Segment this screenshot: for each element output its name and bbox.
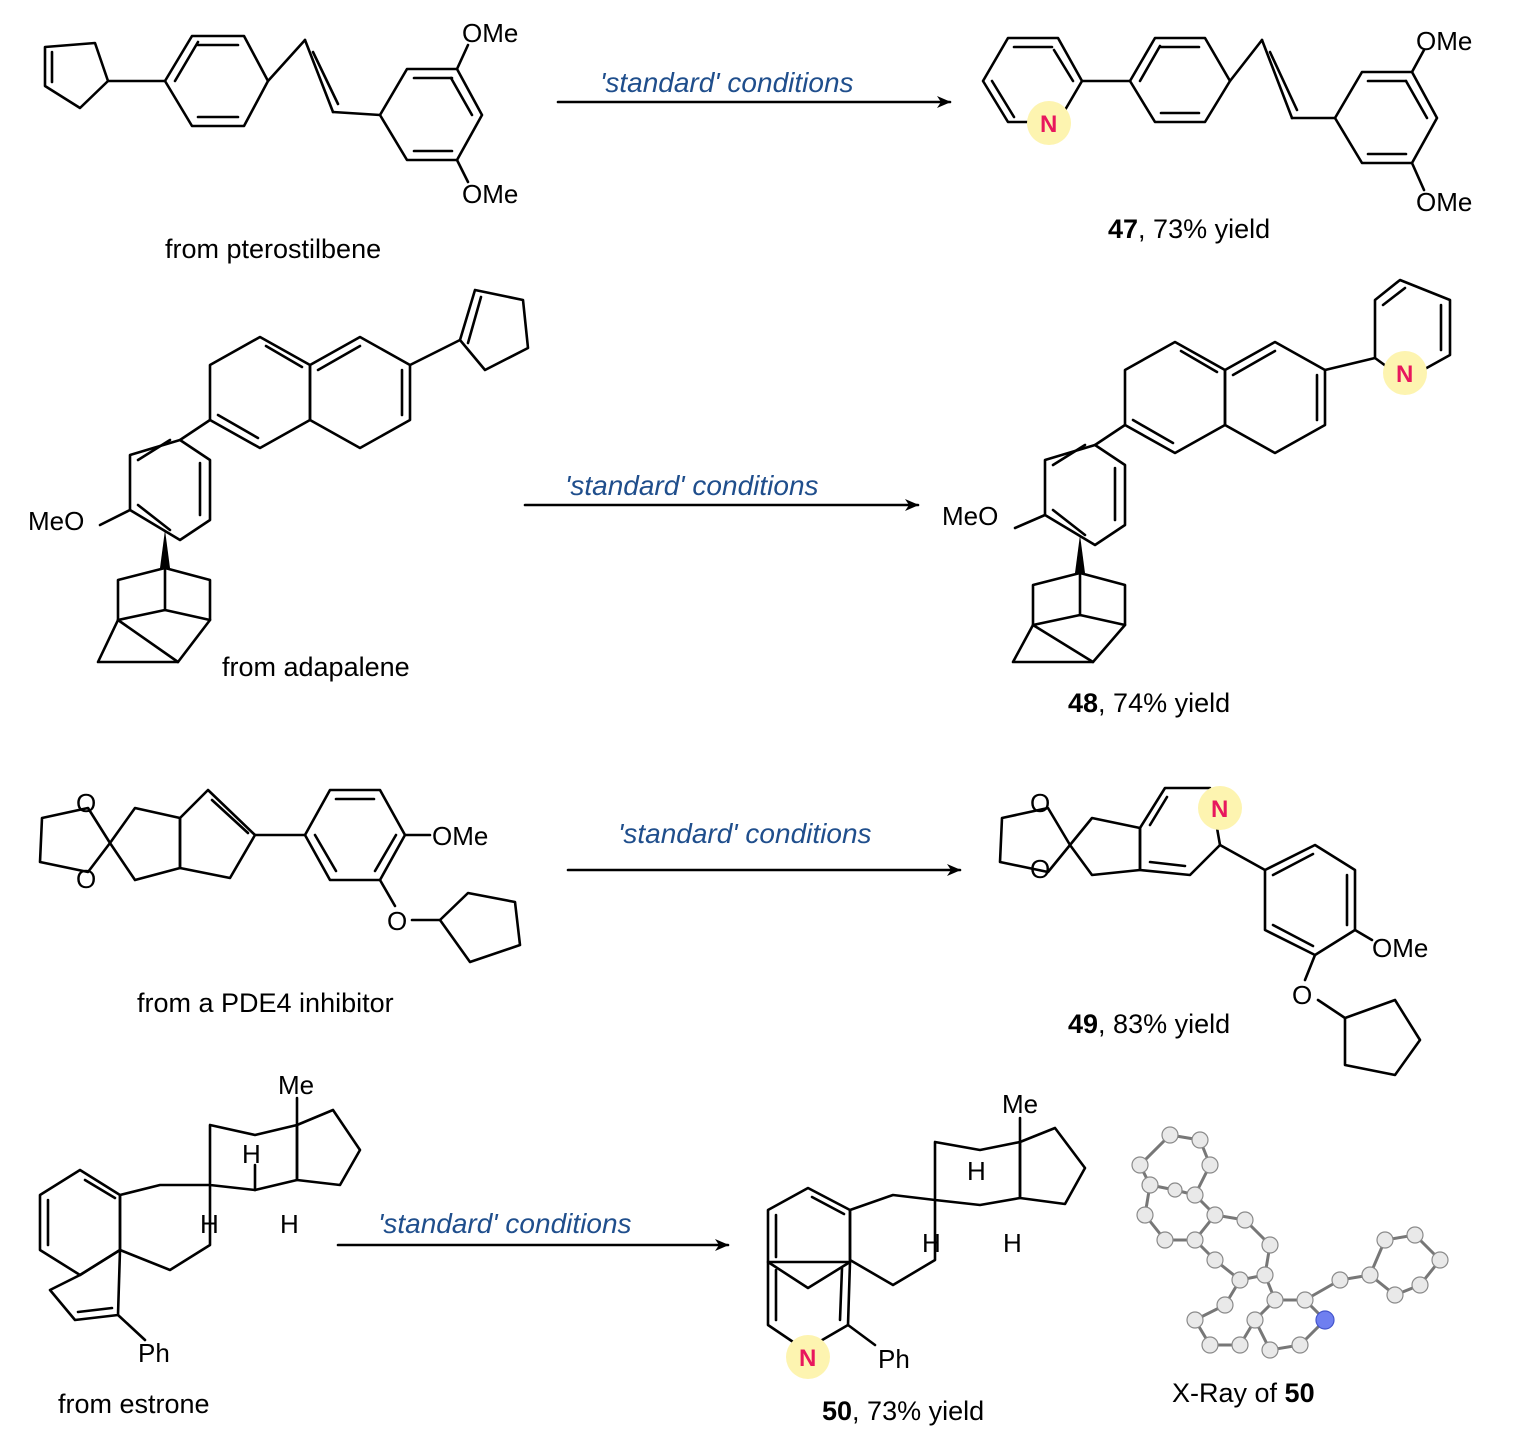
phenyl-label: Ph bbox=[878, 1344, 910, 1374]
yield-text: , 83% yield bbox=[1098, 1009, 1230, 1039]
nitrogen-atom-label: N bbox=[1211, 796, 1228, 823]
nitrogen-atom-label: N bbox=[799, 1345, 816, 1372]
hydrogen-label: H bbox=[242, 1139, 261, 1169]
yield-label-47: 47, 73% yield bbox=[1108, 214, 1270, 244]
methyl-label: Me bbox=[278, 1070, 314, 1100]
yield-text: , 74% yield bbox=[1098, 688, 1230, 718]
ome-label: OMe bbox=[1416, 187, 1472, 217]
oxygen-atom-label: O bbox=[1030, 788, 1050, 818]
xray-caption: X-Ray of 50 bbox=[1172, 1378, 1315, 1408]
nitrogen-atom-label: N bbox=[1040, 111, 1057, 138]
yield-label-49: 49, 83% yield bbox=[1068, 1009, 1230, 1039]
nitrogen-highlight bbox=[786, 1335, 830, 1379]
ome-label: OMe bbox=[462, 179, 518, 209]
adapalene-substrate: MeO bbox=[28, 288, 530, 664]
reaction-arrow-4: 'standard' conditions bbox=[336, 1208, 730, 1251]
oxygen-atom-label: O bbox=[76, 788, 96, 818]
oxygen-atom-label: O bbox=[1030, 854, 1050, 884]
oxygen-atom-label: O bbox=[1292, 980, 1312, 1010]
pterostilbene-substrate: OMe OMe bbox=[43, 18, 518, 209]
compound-48-structure: N MeO bbox=[942, 278, 1452, 664]
reaction-arrow-3: 'standard' conditions bbox=[566, 818, 962, 876]
reaction-arrow-1: 'standard' conditions bbox=[556, 67, 952, 108]
source-label-pterostilbene: from pterostilbene bbox=[165, 234, 381, 264]
pde4-substrate: O O OMe O bbox=[38, 788, 522, 964]
ome-label: OMe bbox=[1372, 933, 1428, 963]
ome-label: OMe bbox=[462, 18, 518, 48]
phenyl-label: Ph bbox=[138, 1338, 170, 1368]
compound-49-structure: O O N OMe O bbox=[998, 786, 1428, 1077]
ome-label: OMe bbox=[1416, 26, 1472, 56]
conditions-label: 'standard' conditions bbox=[378, 1208, 632, 1239]
compound-47-structure: N OMe OMe bbox=[981, 26, 1472, 217]
source-label-adapalene: from adapalene bbox=[222, 652, 410, 682]
nitrogen-highlight bbox=[1383, 351, 1427, 395]
nitrogen-highlight bbox=[1198, 786, 1242, 830]
meo-label: MeO bbox=[28, 506, 84, 536]
yield-text: , 73% yield bbox=[852, 1396, 984, 1426]
reaction-arrow-2: 'standard' conditions bbox=[523, 470, 920, 511]
hydrogen-label: H bbox=[1003, 1228, 1022, 1258]
compound-number: 49 bbox=[1068, 1009, 1098, 1039]
compound-number: 48 bbox=[1068, 688, 1098, 718]
compound-50-structure: Me H H H N Ph bbox=[766, 1089, 1087, 1379]
hydrogen-label: H bbox=[967, 1156, 986, 1186]
conditions-label: 'standard' conditions bbox=[565, 470, 819, 501]
xray-nitrogen-atom bbox=[1315, 1310, 1335, 1330]
nitrogen-atom-label: N bbox=[1396, 361, 1413, 388]
oxygen-atom-label: O bbox=[76, 864, 96, 894]
conditions-label: 'standard' conditions bbox=[600, 67, 854, 98]
compound-number: 47 bbox=[1108, 214, 1138, 244]
xray-atoms bbox=[1131, 1126, 1449, 1359]
xray-structure-image bbox=[1131, 1126, 1449, 1359]
oxygen-atom-label: O bbox=[387, 906, 407, 936]
xray-compound-number: 50 bbox=[1285, 1378, 1315, 1408]
hydrogen-label: H bbox=[280, 1209, 299, 1239]
xray-caption-prefix: X-Ray of bbox=[1172, 1378, 1285, 1408]
compound-number: 50 bbox=[822, 1396, 852, 1426]
ome-label: OMe bbox=[432, 821, 488, 851]
meo-label: MeO bbox=[942, 501, 998, 531]
methyl-label: Me bbox=[1002, 1089, 1038, 1119]
hydrogen-label: H bbox=[922, 1228, 941, 1258]
conditions-label: 'standard' conditions bbox=[618, 818, 872, 849]
estrone-substrate: Me H H H Ph bbox=[38, 1070, 362, 1368]
yield-label-48: 48, 74% yield bbox=[1068, 688, 1230, 718]
source-label-estrone: from estrone bbox=[58, 1389, 210, 1419]
yield-label-50: 50, 73% yield bbox=[822, 1396, 984, 1426]
source-label-pde4: from a PDE4 inhibitor bbox=[137, 988, 394, 1018]
yield-text: , 73% yield bbox=[1138, 214, 1270, 244]
nitrogen-highlight bbox=[1027, 101, 1071, 145]
